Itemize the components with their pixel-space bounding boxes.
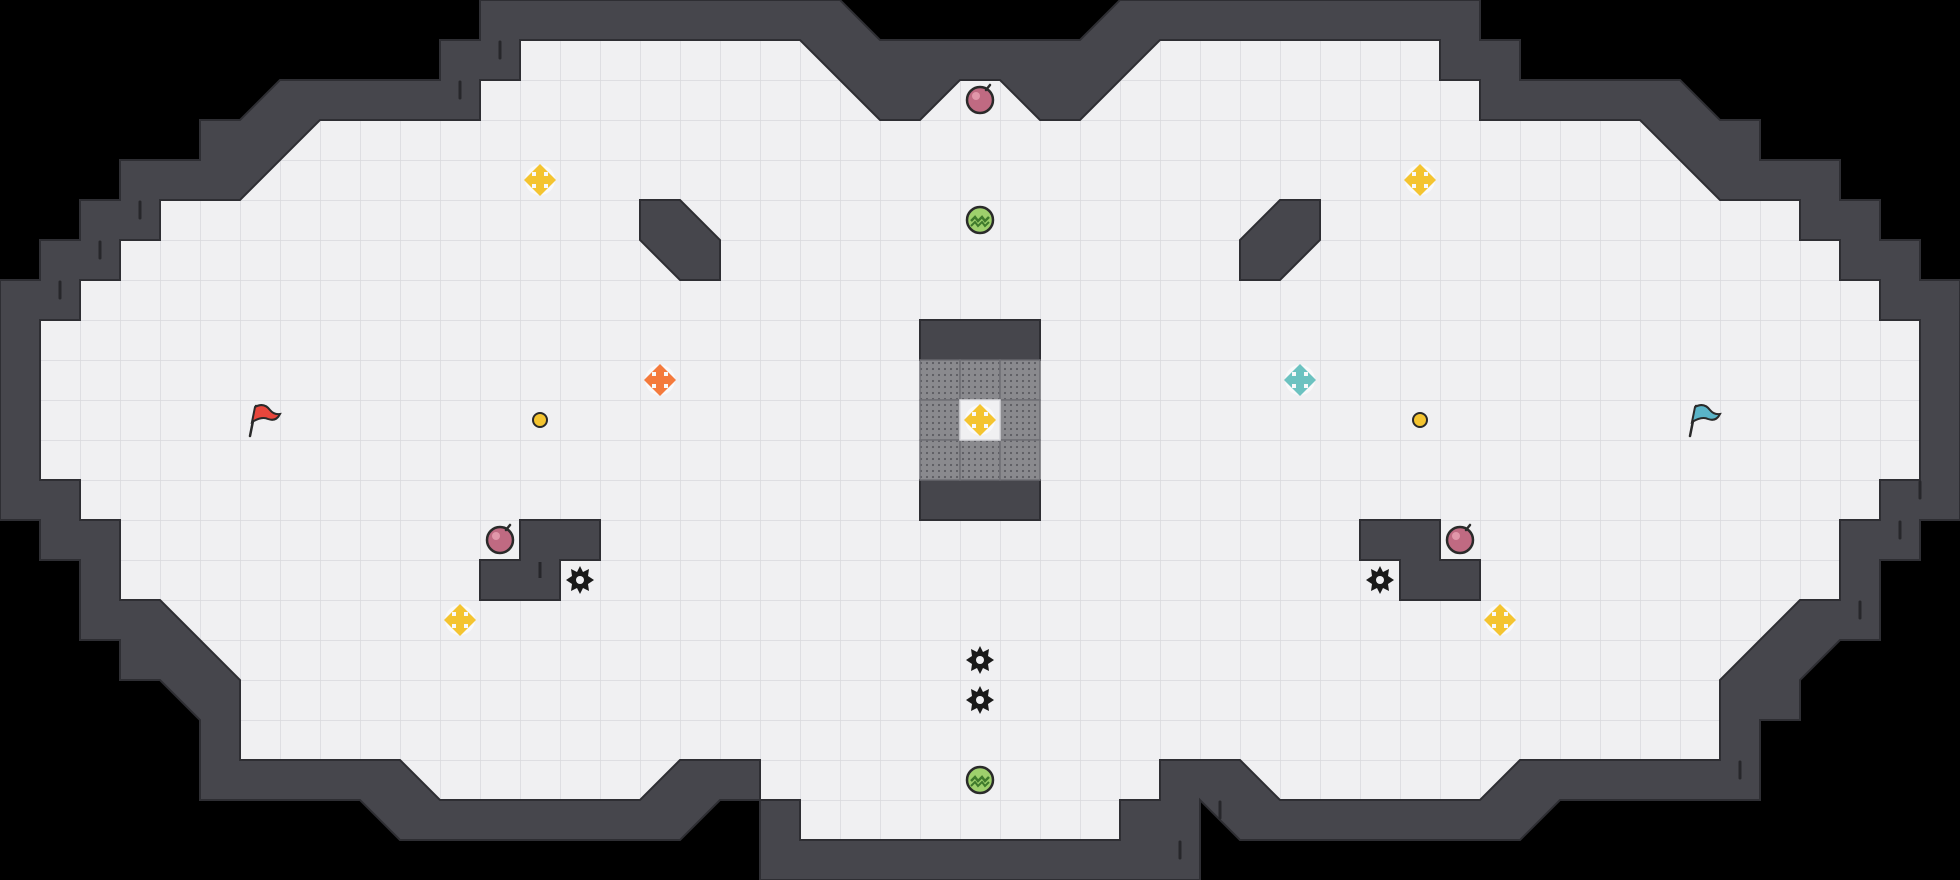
center-structure [919,319,1041,521]
gate-vents [919,359,1041,481]
bomb-icon[interactable] [485,523,515,555]
center-wall-bottom [919,479,1041,521]
center-wall-top [919,319,1041,361]
bomb-icon[interactable] [1445,523,1475,555]
left-diagonal-wall [639,199,721,281]
button-icon[interactable] [1412,412,1428,428]
right-step-wall [1359,519,1481,601]
left-step-wall [479,519,601,601]
bomb-icon[interactable] [965,83,995,115]
jukejuice-icon[interactable] [965,765,995,795]
button-icon[interactable] [532,412,548,428]
jukejuice-icon[interactable] [965,205,995,235]
right-diagonal-wall [1239,199,1321,281]
